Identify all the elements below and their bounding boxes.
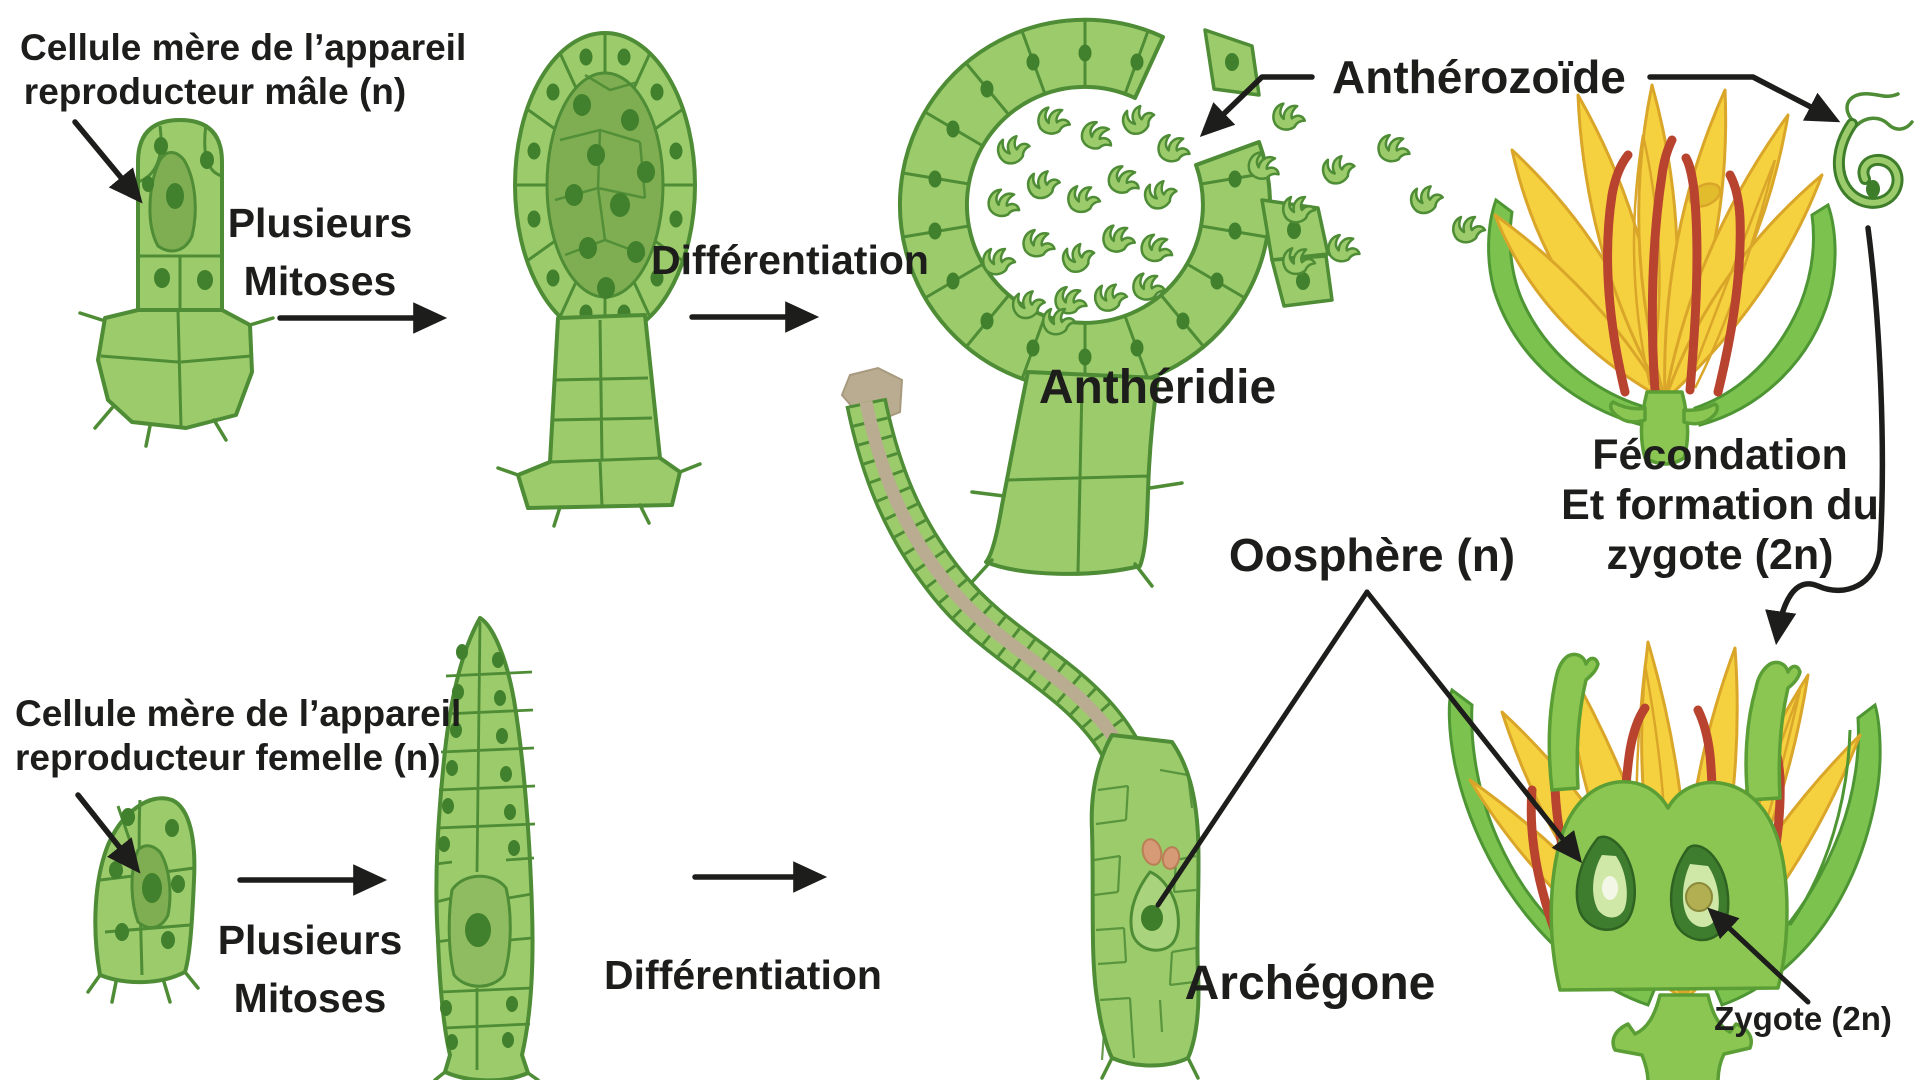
female-mother-pointer-arrow xyxy=(75,792,141,874)
male-multicellular-figure xyxy=(496,31,702,528)
stem xyxy=(1609,390,1719,466)
antherozoide-left-arrow xyxy=(1199,74,1315,137)
oosphere-pointer-left xyxy=(1155,589,1370,908)
differentiation-top-label: Différentiation xyxy=(651,237,929,283)
antheridie-label: Anthéridie xyxy=(1038,361,1277,414)
oosphere-pointer-right xyxy=(1364,589,1583,864)
male-mother-cell-figure xyxy=(78,117,275,448)
sepal-right xyxy=(1693,202,1837,427)
zygote-cell xyxy=(1685,882,1713,912)
single-antherozoid-figure xyxy=(1832,91,1914,209)
mitoses-bottom-label: Plusieurs Mitoses xyxy=(217,917,403,1022)
antheridium-figure xyxy=(897,17,1334,588)
fecondation-label: Fécondation Et formation du zygote (2n) xyxy=(1561,431,1879,579)
male-mother-cell-label-line2: reproducteur mâle (n) xyxy=(23,70,407,112)
female-multicellular-figure xyxy=(433,616,540,1080)
archegonium-neck-right xyxy=(1744,660,1802,802)
male-gametophyte-head-figure xyxy=(1487,83,1837,466)
stem xyxy=(1611,993,1753,1080)
fecondation-path-arrow xyxy=(1765,225,1886,646)
arrows xyxy=(72,74,1886,1005)
male-mother-pointer-arrow xyxy=(72,119,143,204)
antherozoide-right-arrow xyxy=(1647,74,1841,123)
archegonium-neck-left xyxy=(1547,652,1600,792)
antherozoide-label: Anthérozoïde xyxy=(1332,51,1626,103)
zygote-label: Zygote (2n) xyxy=(1714,1000,1892,1037)
oosphere-label: Oosphère (n) xyxy=(1228,529,1516,581)
red-filaments xyxy=(1603,135,1745,397)
zygote-pointer-arrow xyxy=(1707,907,1811,1005)
differentiation-bottom-label: Différentiation xyxy=(604,952,882,998)
male-mother-cell-label: Cellule mère de l’appareil reproducteur … xyxy=(20,26,467,113)
mitoses-top-label: Plusieurs Mitoses xyxy=(227,200,413,305)
female-gametophyte-head-figure xyxy=(1447,640,1882,1080)
female-mother-cell-label: Cellule mère de l’appareil reproducteur … xyxy=(15,693,462,778)
archegonium-figure xyxy=(840,366,1201,1080)
male-mother-cell-label-line1: Cellule mère de l’appareil xyxy=(20,27,467,68)
archegone-label: Archégone xyxy=(1184,957,1436,1010)
